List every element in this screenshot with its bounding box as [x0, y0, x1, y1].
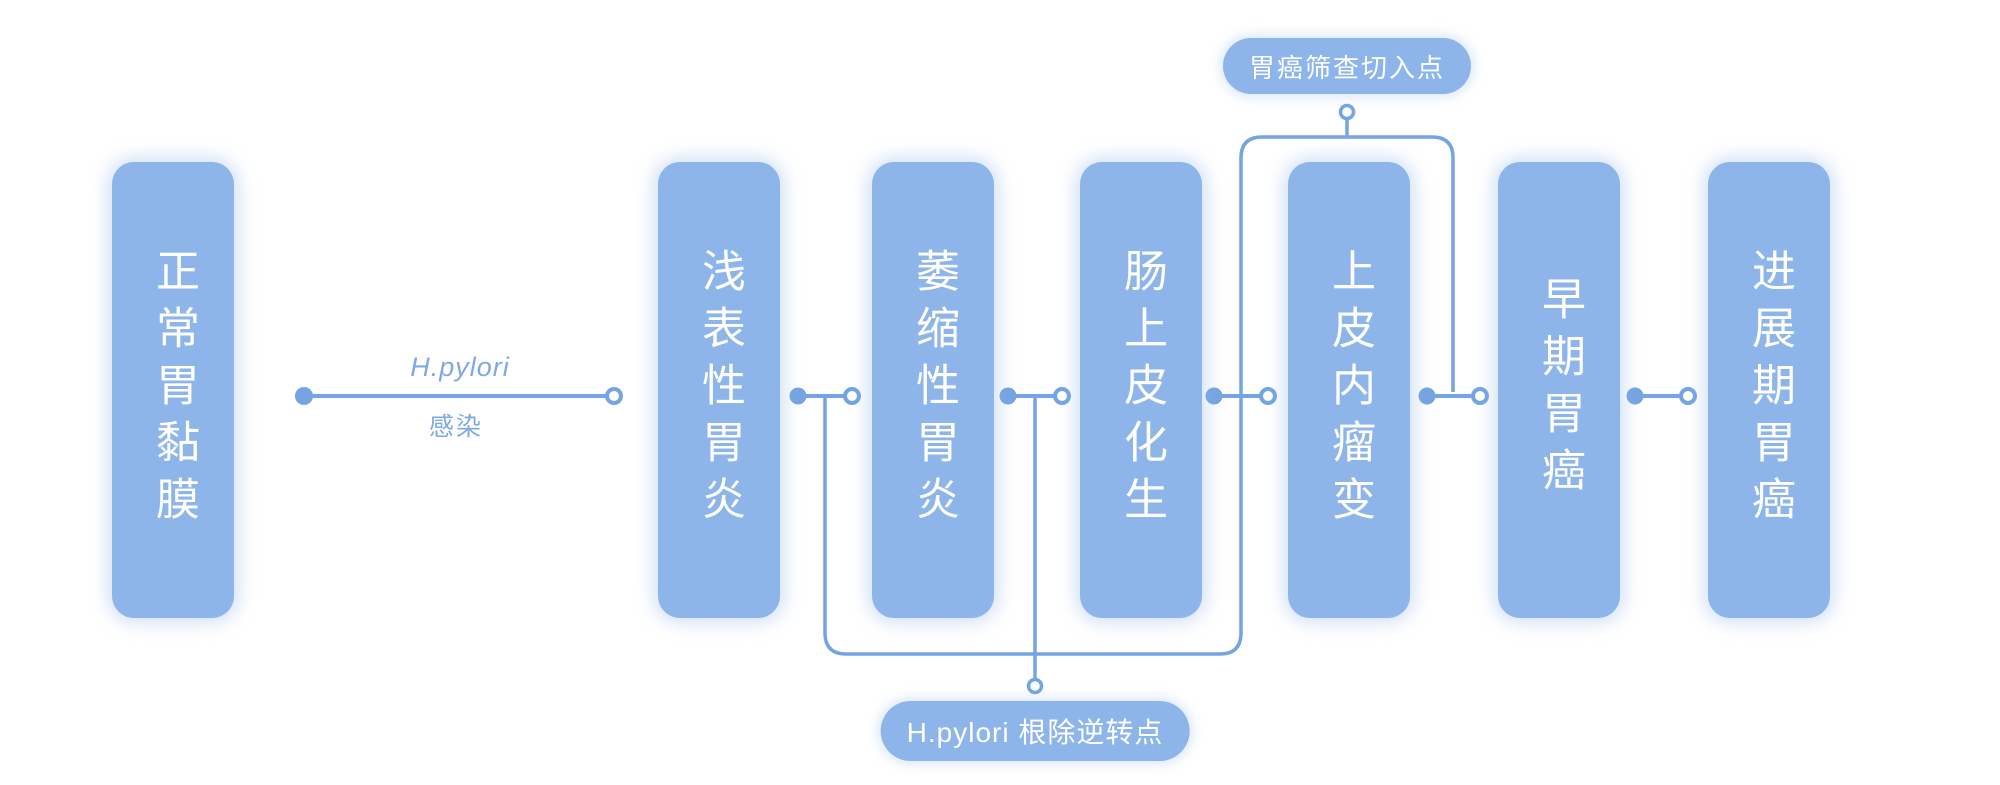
edge-ring-3 [1053, 387, 1071, 405]
stage-label: 萎缩性胃炎 [909, 247, 958, 533]
stage-label: 浅表性胃炎 [695, 247, 744, 533]
edge-ring-1 [605, 387, 623, 405]
edge-dot-3 [999, 387, 1017, 405]
edge-dot-1 [295, 387, 313, 405]
stage-box-intraepithelial-neoplasia: 上皮内瘤变 [1288, 162, 1410, 618]
stage-label: 正常胃黏膜 [149, 247, 198, 533]
edge-ring-6 [1679, 387, 1697, 405]
stage-box-atrophic-gastritis: 萎缩性胃炎 [872, 162, 994, 618]
top-callout-ring [1338, 103, 1356, 121]
hpylori-edge-label: H.pylori [410, 352, 510, 382]
stage-box-advanced-gastric-cancer: 进展期胃癌 [1708, 162, 1830, 618]
stage-label: 上皮内瘤变 [1325, 247, 1374, 533]
edge-ring-4 [1259, 387, 1277, 405]
stage-box-superficial-gastritis: 浅表性胃炎 [658, 162, 780, 618]
infection-edge-label: 感染 [428, 413, 484, 441]
screening-entry-badge: 胃癌筛查切入点 [1222, 38, 1472, 94]
stage-box-intestinal-metaplasia: 肠上皮化生 [1080, 162, 1202, 618]
edge-dot-2 [789, 387, 807, 405]
edge-ring-2 [843, 387, 861, 405]
edge-ring-5 [1471, 387, 1489, 405]
edge-dot-5 [1418, 387, 1436, 405]
stage-label: 肠上皮化生 [1117, 247, 1166, 533]
stage-label: 早期胃癌 [1535, 276, 1584, 504]
stage-label: 进展期胃癌 [1745, 247, 1794, 533]
stage-box-normal-mucosa: 正常胃黏膜 [112, 162, 234, 618]
stage-box-early-gastric-cancer: 早期胃癌 [1498, 162, 1620, 618]
eradication-reversal-badge: H.pylori 根除逆转点 [880, 701, 1190, 761]
edge-dot-6 [1626, 387, 1644, 405]
bottom-callout-ring [1026, 677, 1044, 695]
edge-dot-4 [1205, 387, 1223, 405]
